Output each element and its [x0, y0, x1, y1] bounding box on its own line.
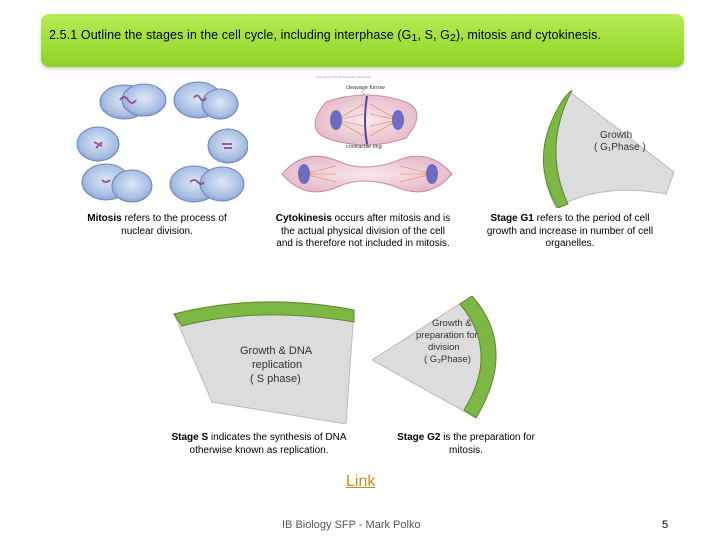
s-phase-caption: Stage S indicates the synthesis of DNA o…	[171, 432, 347, 456]
g2-phase-wedge: Growth & preparation for division ( G₂Ph…	[372, 296, 497, 418]
svg-text:Growth &: Growth &	[432, 318, 472, 329]
g2-caption: Stage G2 is the preparation for mitosis.	[397, 432, 535, 456]
cytokinesis-caption: Cytokinesis occurs after mitosis and is …	[275, 213, 451, 249]
svg-text:Growth: Growth	[600, 130, 632, 141]
page-number: 5	[662, 519, 669, 531]
slide-title: 2.5.1 Outline the stages in the cell cyc…	[49, 28, 602, 44]
svg-text:( S phase): ( S phase)	[250, 373, 301, 385]
mitosis-caption: Mitosis refers to the process of nuclear…	[87, 213, 227, 237]
contractile-ring-label: contractile ring	[346, 144, 382, 150]
mitosis-illustration	[76, 81, 248, 203]
svg-text:Growth & DNA: Growth & DNA	[240, 345, 313, 357]
svg-text:replication: replication	[252, 359, 302, 371]
svg-text:preparation for: preparation for	[416, 330, 478, 341]
svg-text:( G₁Phase ): ( G₁Phase )	[594, 142, 646, 153]
cleavage-furrow-label: cleavage furrow	[346, 85, 385, 91]
g1-phase-wedge: Growth ( G₁Phase )	[542, 89, 675, 208]
svg-text:( G₂Phase): ( G₂Phase)	[424, 354, 471, 365]
footer-credit: IB Biology SFP - Mark Polko	[282, 519, 421, 531]
svg-text:division: division	[428, 342, 460, 353]
g1-caption: Stage G1 refers to the period of cell gr…	[486, 213, 654, 249]
s-phase-wedge: Growth & DNA replication ( S phase)	[173, 301, 355, 424]
cytokinesis-illustration: Copyright © The McGraw-Hill Companies cl…	[281, 75, 453, 193]
svg-text:Copyright © The McGraw-Hill Co: Copyright © The McGraw-Hill Companies	[316, 75, 372, 79]
title-bar	[41, 14, 684, 67]
link[interactable]: Link	[346, 473, 376, 490]
